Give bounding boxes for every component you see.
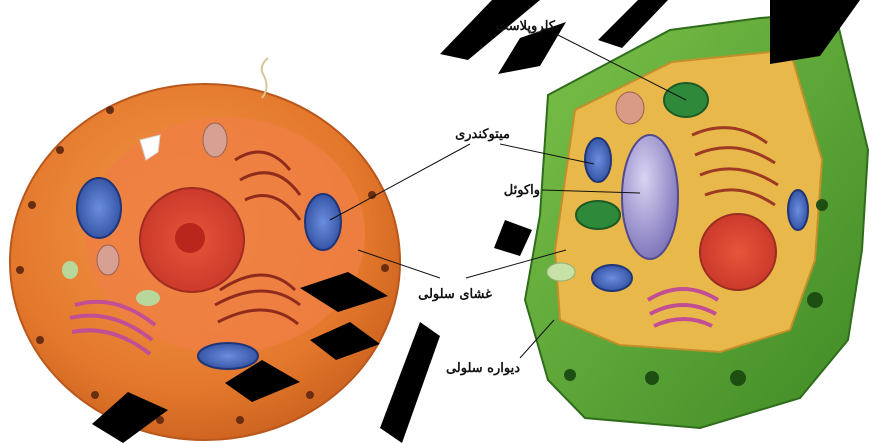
mitochondrion-icon <box>585 138 611 182</box>
vesicle-icon <box>62 261 78 279</box>
label-mitochondria: میتوکندری <box>455 127 510 142</box>
plant-cell <box>525 12 868 428</box>
chloroplast-icon <box>576 201 620 229</box>
vacuole <box>622 135 678 259</box>
mitochondrion-icon <box>788 190 808 230</box>
vesicle-icon <box>547 263 575 281</box>
vesicle-icon <box>136 290 160 306</box>
animal-cell <box>10 58 400 440</box>
vesicle-icon <box>97 245 119 275</box>
mitochondrion-icon <box>77 178 121 238</box>
mitochondrion-icon <box>305 194 341 250</box>
vesicle-icon <box>203 123 227 157</box>
mitochondrion-icon <box>592 265 632 291</box>
label-cell-membrane: غشای سلولی <box>418 287 492 302</box>
animal-nucleolus <box>175 223 205 253</box>
plant-nucleus <box>700 214 776 290</box>
vesicle-icon <box>616 92 644 124</box>
mitochondrion-icon <box>198 343 258 369</box>
label-cell-wall: دیواره سلولی <box>446 361 520 376</box>
label-vacuole: واکوئل <box>504 183 540 198</box>
label-chloroplast: کلروپلاست <box>496 19 556 34</box>
